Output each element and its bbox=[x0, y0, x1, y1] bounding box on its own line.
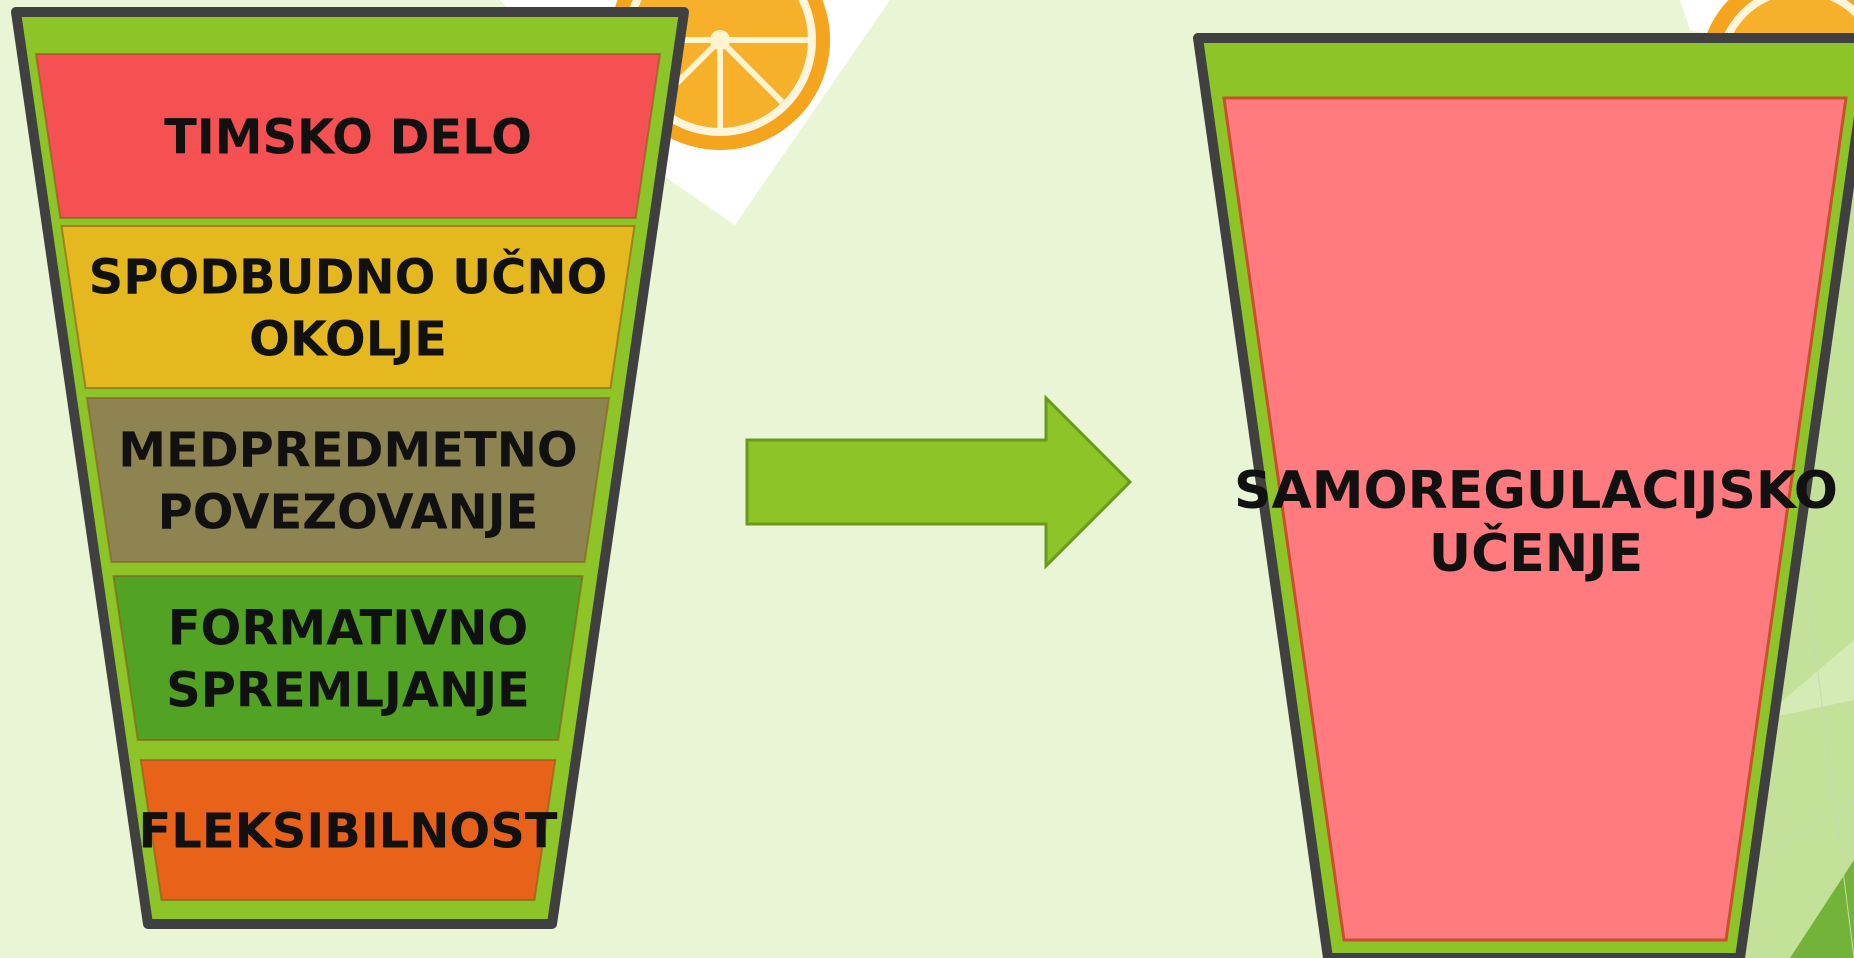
right-cup-label-line-2: UČENJE bbox=[1429, 522, 1643, 584]
left-cup: TIMSKO DELO SPODBUDNO UČNO OKOLJE MEDPREDME… bbox=[11, 7, 689, 929]
cup-layer bbox=[60, 225, 636, 389]
cup-layer bbox=[85, 397, 611, 563]
cup-layer-label: OKOLJE bbox=[249, 311, 447, 367]
cup-layer-label: SPODBUDNO UČNO bbox=[89, 248, 608, 305]
right-arrow-icon bbox=[745, 394, 1133, 570]
arrow bbox=[745, 394, 1133, 570]
cup-layer bbox=[34, 53, 662, 219]
cup-layer bbox=[139, 759, 557, 901]
right-cup-fill bbox=[1222, 96, 1848, 942]
cup-layer-label: SPREMLJANJE bbox=[166, 662, 530, 718]
right-cup-label-line-1: SAMOREGULACIJSKO bbox=[1234, 461, 1838, 521]
cup-layer-label: POVEZOVANJE bbox=[158, 484, 539, 540]
right-cup: SAMOREGULACIJSKO UČENJE bbox=[1193, 33, 1854, 958]
cup-layer-label: FLEKSIBILNOST bbox=[138, 803, 557, 859]
cup-layer-label: FORMATIVNO bbox=[168, 600, 528, 656]
cup-layer-label: MEDPREDMETNO bbox=[118, 422, 577, 478]
cup-layer-label: TIMSKO DELO bbox=[164, 109, 532, 165]
cup-layer bbox=[112, 575, 584, 741]
